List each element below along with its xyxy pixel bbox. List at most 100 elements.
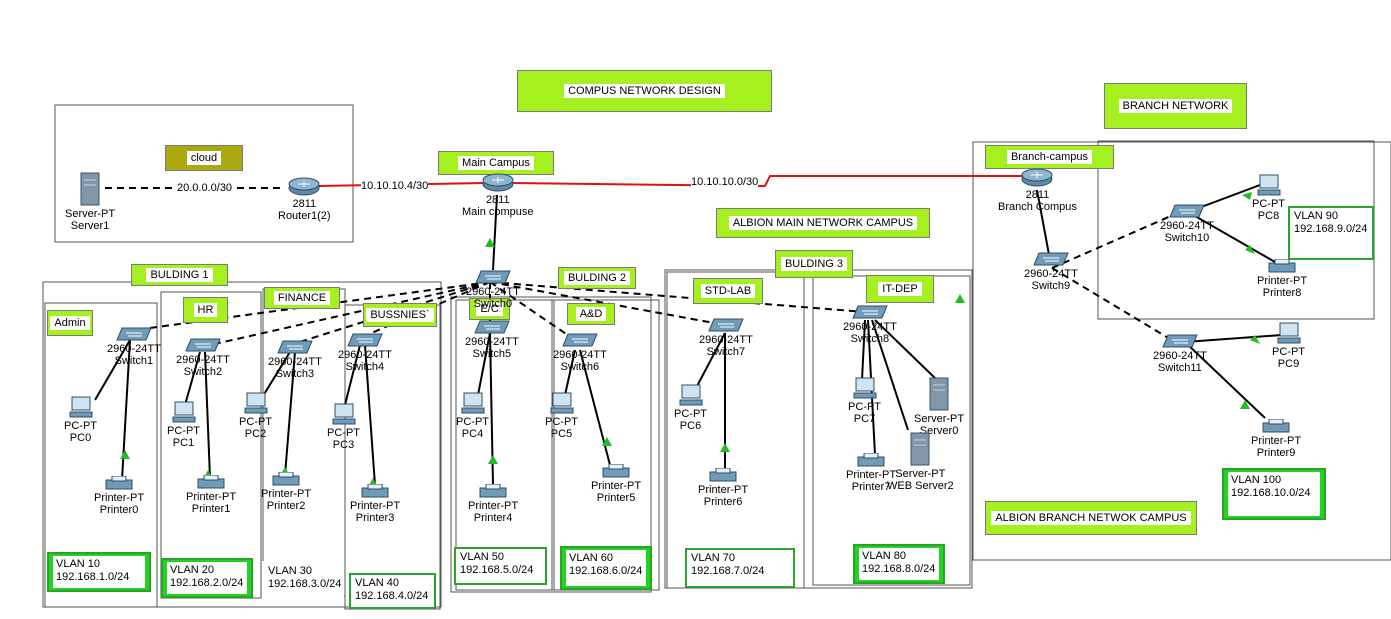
- device-name: PC6: [679, 420, 702, 432]
- device-model: 2960-24TT: [699, 334, 753, 346]
- printer-icon: [361, 484, 389, 498]
- cloud-note: cloud: [165, 145, 243, 171]
- switch-icon: [708, 318, 744, 332]
- building3-note: BULDING 3: [775, 250, 853, 278]
- vlan-id: VLAN 60: [569, 552, 614, 564]
- link-core-switch3: [289, 281, 491, 346]
- switch1-device[interactable]: 2960-24TT Switch1: [107, 327, 161, 367]
- device-name: Switch2: [183, 366, 223, 378]
- server-icon: [80, 172, 100, 206]
- hr-note: HR: [183, 297, 228, 323]
- printer-icon: [602, 464, 630, 478]
- switch11-device[interactable]: 2960-24TT Switch11: [1153, 334, 1207, 374]
- device-name: PC7: [853, 413, 876, 425]
- device-name: Printer7: [851, 481, 891, 493]
- hr-region: [160, 291, 262, 599]
- vlan-subnet: 192.168.7.0/24: [691, 565, 765, 577]
- device-name: Switch10: [1164, 232, 1210, 244]
- device-model: 2960-24TT: [107, 343, 161, 355]
- branch-router-device[interactable]: 2811 Branch Compus: [998, 167, 1077, 213]
- pc-icon: [244, 392, 267, 414]
- vlan-id: VLAN 20: [170, 564, 215, 576]
- device-name: Switch5: [472, 348, 512, 360]
- device-model: 2960-24TT: [465, 336, 519, 348]
- device-name: Server1: [70, 220, 110, 232]
- switch-icon: [1033, 252, 1069, 266]
- printer3-device[interactable]: Printer-PT Printer3: [350, 484, 400, 524]
- switch7-device[interactable]: 2960-24TT Switch7: [699, 318, 753, 358]
- stdlab-note: STD-LAB: [693, 278, 763, 304]
- link-branch-switch9: [1036, 189, 1051, 261]
- printer2-device[interactable]: Printer-PT Printer2: [261, 472, 311, 512]
- switch5-device[interactable]: 2960-24TT Switch5: [465, 320, 519, 360]
- switch3-device[interactable]: 2960-24TT Switch3: [268, 340, 322, 380]
- switch6-device[interactable]: 2960-24TT Switch6: [553, 333, 607, 373]
- device-model: 2960-24TT: [268, 356, 322, 368]
- printer0-device[interactable]: Printer-PT Printer0: [94, 476, 144, 516]
- pc8-device[interactable]: PC-PT PC8: [1252, 174, 1285, 222]
- device-name: PC5: [550, 428, 573, 440]
- link-switch11-pc9: [1184, 334, 1283, 343]
- switch8-device[interactable]: 2960-24TT Switch8: [843, 305, 897, 345]
- pc-icon: [461, 392, 484, 414]
- server0-device[interactable]: Server-PT Server0: [914, 377, 964, 437]
- printer-icon: [272, 472, 300, 486]
- pc4-device[interactable]: PC-PT PC4: [456, 392, 489, 440]
- router-icon: [1021, 168, 1053, 187]
- link-switch5-pc4: [477, 332, 491, 396]
- core-switch-device[interactable]: 2960-24TT Switch0: [466, 270, 520, 310]
- printer1-device[interactable]: Printer-PT Printer1: [186, 475, 236, 515]
- pc-icon: [550, 392, 573, 414]
- printer8-device[interactable]: Printer-PT Printer8: [1257, 259, 1307, 299]
- main-router-device[interactable]: 2811 Main compuse: [462, 172, 534, 218]
- printer6-device[interactable]: Printer-PT Printer6: [698, 468, 748, 508]
- vlan-subnet: 192.168.1.0/24: [56, 571, 130, 583]
- pc0-device[interactable]: PC-PT PC0: [64, 396, 97, 444]
- link-switch10-printer8: [1187, 211, 1276, 263]
- device-model: 2811: [1025, 189, 1050, 201]
- device-model: PC-PT: [167, 425, 200, 437]
- device-name: Switch11: [1157, 362, 1202, 374]
- switch9-device[interactable]: 2960-24TT Switch9: [1024, 252, 1078, 292]
- pc2-device[interactable]: PC-PT PC2: [239, 392, 272, 440]
- link-switch2-printer1: [204, 351, 211, 479]
- device-model: Printer-PT: [1257, 275, 1308, 287]
- printer-icon: [479, 484, 507, 498]
- ad-note: A&D: [567, 303, 615, 325]
- pc1-device[interactable]: PC-PT PC1: [167, 401, 200, 449]
- link-switch2-pc1: [184, 351, 201, 406]
- printer9-device[interactable]: Printer-PT Printer9: [1251, 419, 1301, 459]
- device-model: PC-PT: [64, 420, 97, 432]
- vlan-id: VLAN 30: [268, 565, 313, 577]
- pc5-device[interactable]: PC-PT PC5: [545, 392, 578, 440]
- wan-link-main-branch: [509, 175, 1030, 188]
- server1-device[interactable]: Server-PT Server1: [65, 172, 115, 232]
- printer5-device[interactable]: Printer-PT Printer5: [591, 464, 641, 504]
- device-model: Printer-PT: [94, 492, 145, 504]
- link-switch1-pc0: [94, 339, 131, 401]
- device-model: Printer-PT: [698, 484, 749, 496]
- printer7-device[interactable]: Printer-PT Printer7: [846, 453, 896, 493]
- switch10-device[interactable]: 2960-24TT Switch10: [1160, 204, 1214, 244]
- device-name: PC4: [461, 428, 484, 440]
- vlan-subnet: 192.168.5.0/24: [460, 564, 534, 576]
- switch2-device[interactable]: 2960-24TT Switch2: [176, 338, 230, 378]
- printer4-device[interactable]: Printer-PT Printer4: [468, 484, 518, 524]
- switch4-device[interactable]: 2960-24TT Switch4: [338, 333, 392, 373]
- router1-device[interactable]: 2811 Router1(2): [278, 176, 331, 222]
- pc9-device[interactable]: PC-PT PC9: [1272, 322, 1305, 370]
- pc7-device[interactable]: PC-PT PC7: [848, 377, 881, 425]
- pc6-device[interactable]: PC-PT PC6: [674, 384, 707, 432]
- webserver2-device[interactable]: Server-PT WEB Server2: [887, 432, 954, 492]
- printer-icon: [1262, 419, 1290, 433]
- pc3-device[interactable]: PC-PT PC3: [327, 403, 360, 451]
- device-name: WEB Server2: [887, 480, 954, 492]
- device-name: PC8: [1257, 210, 1280, 222]
- device-model: PC-PT: [327, 427, 360, 439]
